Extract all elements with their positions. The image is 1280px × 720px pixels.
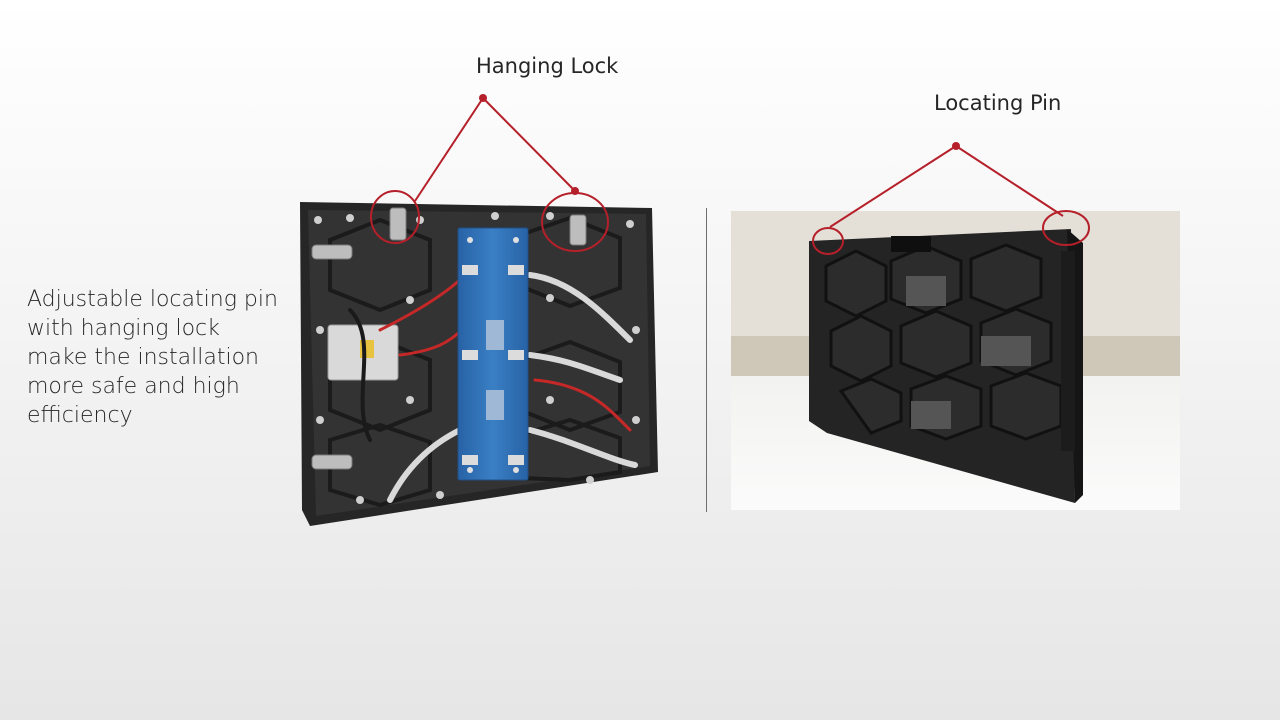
cabinet-front-photo bbox=[731, 211, 1180, 510]
divider-line bbox=[706, 208, 707, 512]
hanging-lock-label: Hanging Lock bbox=[476, 54, 619, 78]
locating-pin-pointer-right bbox=[955, 145, 1064, 217]
hanging-lock-pointer-dot bbox=[479, 94, 487, 102]
hanging-lock-pointer-right bbox=[482, 97, 576, 192]
locating-pin-label: Locating Pin bbox=[934, 91, 1062, 115]
cabinet-back-photo bbox=[300, 202, 658, 526]
description-text: Adjustable locating pin with hanging loc… bbox=[27, 287, 278, 428]
locating-pin-pointer-dot bbox=[952, 142, 960, 150]
